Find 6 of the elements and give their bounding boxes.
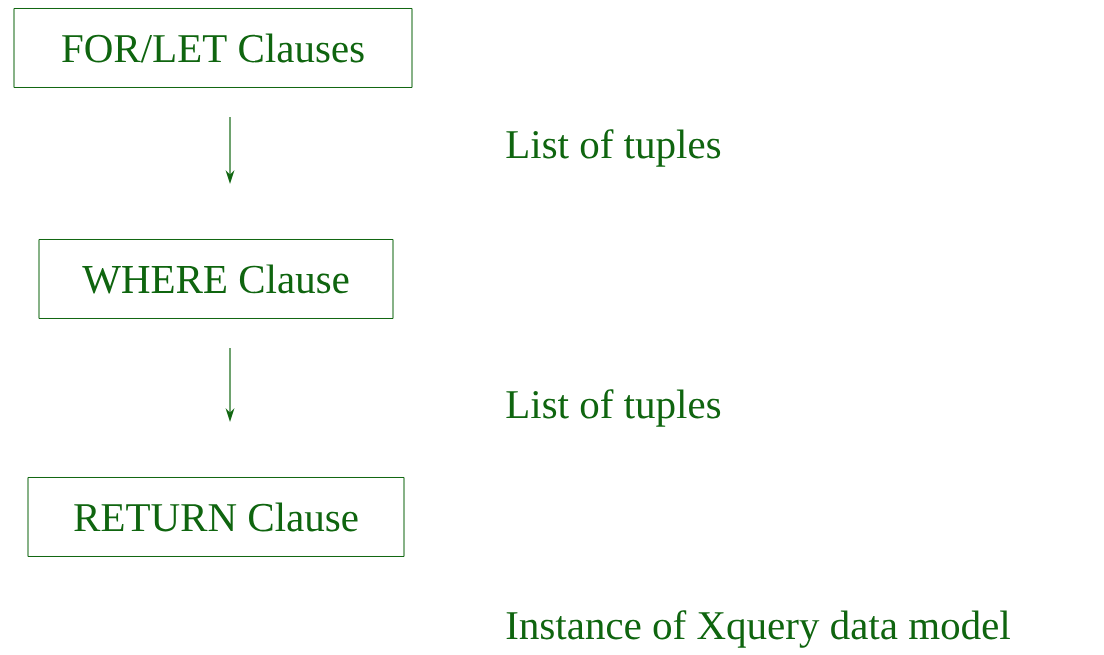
process-box: RETURN Clause bbox=[27, 477, 405, 557]
output-label: Instance of Xquery data model bbox=[506, 610, 1010, 648]
process-box: WHERE Clause bbox=[38, 239, 394, 319]
output-label: List of tuples bbox=[506, 129, 721, 167]
process-box: FOR/LET Clauses bbox=[13, 8, 413, 88]
output-label: List of tuples bbox=[506, 389, 721, 427]
